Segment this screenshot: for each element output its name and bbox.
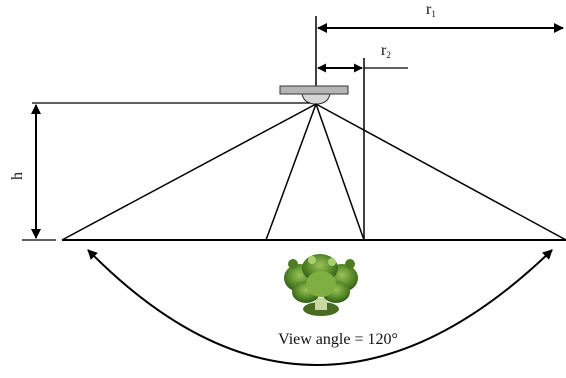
view-angle-arc	[87, 249, 553, 366]
fov-ray-right	[315, 103, 566, 241]
inner-ray-left	[265, 103, 317, 241]
fov-ray-left	[61, 103, 317, 241]
sensor-mount	[279, 85, 349, 95]
view-angle-caption: View angle = 120°	[278, 331, 398, 348]
h-label: h	[9, 172, 26, 180]
r2-label: r2	[381, 42, 391, 60]
inner-ray-right	[315, 103, 365, 241]
r1-label: r1	[426, 1, 436, 19]
lettuce-plant	[284, 254, 358, 316]
